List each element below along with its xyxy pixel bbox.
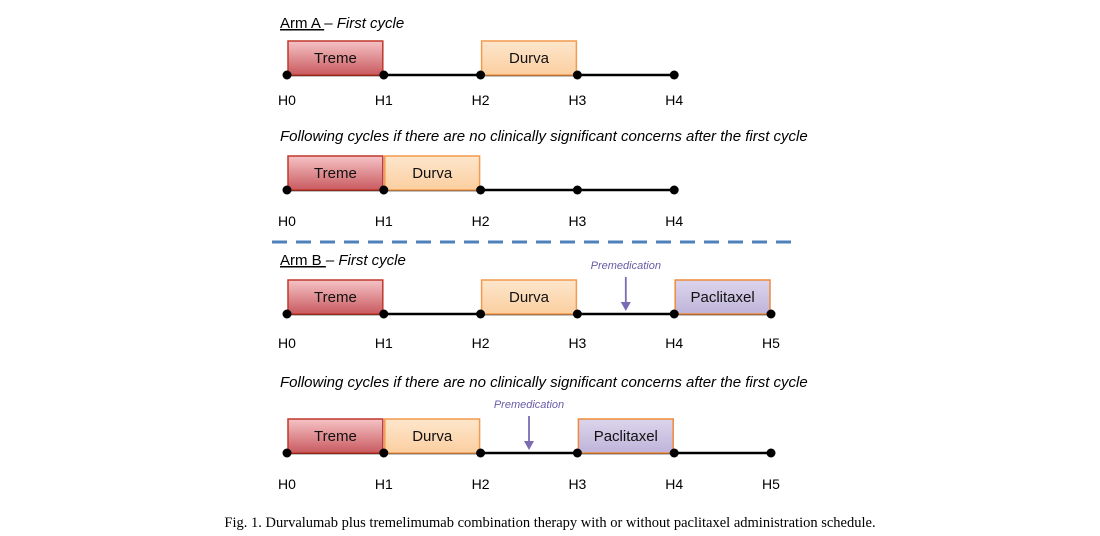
timeline-point <box>766 309 776 319</box>
heading-subtitle: First cycle <box>333 15 405 32</box>
schedule-panel: Following cycles if there are no clinica… <box>278 374 808 492</box>
timeline-point <box>282 70 292 80</box>
hour-tick-label: H2 <box>472 213 490 229</box>
treme-box-label: Treme <box>314 165 357 182</box>
arm-label: Arm A <box>280 15 324 32</box>
treme-dose-box: Treme <box>287 155 384 191</box>
hour-tick-label: H1 <box>375 335 393 351</box>
hour-tick-label: H2 <box>472 92 490 108</box>
timeline-point <box>476 70 486 80</box>
treme-box-shape <box>287 279 384 315</box>
timeline-point <box>572 70 582 80</box>
hour-tick-label: H3 <box>568 476 586 492</box>
heading-subtitle: First cycle <box>334 252 406 269</box>
arm-label: Arm B <box>280 252 326 269</box>
hour-tick-label: H1 <box>375 92 393 108</box>
timeline-point <box>282 309 292 319</box>
premedication-label: Premedication <box>494 399 564 411</box>
treme-box-label: Treme <box>314 289 357 306</box>
timeline-point <box>379 309 389 319</box>
hour-tick-label: H5 <box>762 335 780 351</box>
treme-box-label: Treme <box>314 428 357 445</box>
paclitaxel-dose-box: Paclitaxel <box>674 279 771 315</box>
paclitaxel-box-shape <box>674 279 771 315</box>
durva-box-label: Durva <box>509 50 550 67</box>
timeline-point <box>379 185 389 195</box>
durva-dose-box: Durva <box>480 40 578 76</box>
timeline-point <box>572 448 582 458</box>
hour-tick-label: H3 <box>568 335 586 351</box>
paclitaxel-box-label: Paclitaxel <box>594 428 658 445</box>
durva-box-label: Durva <box>412 165 453 182</box>
timeline-point <box>476 185 486 195</box>
arrow-down-icon <box>620 302 631 311</box>
treme-box-shape <box>287 418 384 454</box>
hour-tick-label: H5 <box>762 476 780 492</box>
timeline-point <box>572 185 582 195</box>
durva-box-shape <box>480 279 578 315</box>
premedication-marker: Premedication <box>591 260 661 311</box>
durva-dose-box: Durva <box>480 279 578 315</box>
timeline-point <box>379 448 389 458</box>
paclitaxel-dose-box: Paclitaxel <box>577 418 674 454</box>
heading-subtitle: Following cycles if there are no clinica… <box>280 374 808 391</box>
timeline-point <box>572 309 582 319</box>
paclitaxel-box-shape <box>577 418 674 454</box>
timeline-point <box>476 309 486 319</box>
hour-tick-label: H3 <box>568 92 586 108</box>
hour-tick-label: H4 <box>665 335 683 351</box>
timeline-point <box>282 448 292 458</box>
panel-heading: Arm B – First cycle <box>280 252 406 269</box>
timeline-point <box>282 185 292 195</box>
panel-heading: Arm A – First cycle <box>280 15 404 32</box>
durva-dose-box: Durva <box>384 418 481 454</box>
hour-tick-label: H2 <box>472 335 490 351</box>
panel-heading: Following cycles if there are no clinica… <box>280 374 808 391</box>
durva-box-label: Durva <box>509 289 550 306</box>
hour-tick-label: H2 <box>472 476 490 492</box>
hour-tick-label: H1 <box>375 213 393 229</box>
durva-box-shape <box>480 40 578 76</box>
premedication-marker: Premedication <box>494 399 564 450</box>
timeline-point <box>766 448 776 458</box>
panel-heading: Following cycles if there are no clinica… <box>280 128 808 145</box>
heading-dash: – <box>324 15 333 32</box>
durva-box-shape <box>384 155 481 191</box>
timeline-point <box>476 448 486 458</box>
hour-tick-label: H0 <box>278 335 296 351</box>
arrow-down-icon <box>524 441 534 450</box>
paclitaxel-box-label: Paclitaxel <box>690 289 754 306</box>
timeline-point <box>669 309 679 319</box>
timeline-point <box>669 448 679 458</box>
timeline-point <box>669 70 679 80</box>
timeline-point <box>379 70 389 80</box>
treme-dose-box: Treme <box>287 279 384 315</box>
hour-tick-label: H0 <box>278 213 296 229</box>
hour-tick-label: H4 <box>665 476 683 492</box>
premedication-label: Premedication <box>591 260 661 272</box>
heading-subtitle: Following cycles if there are no clinica… <box>280 128 808 145</box>
treme-dose-box: Treme <box>287 40 384 76</box>
treme-box-shape <box>287 40 384 76</box>
heading-dash: – <box>326 252 335 269</box>
durva-dose-box: Durva <box>384 155 481 191</box>
treme-box-label: Treme <box>314 50 357 67</box>
hour-tick-label: H0 <box>278 476 296 492</box>
treme-dose-box: Treme <box>287 418 384 454</box>
durva-box-shape <box>384 418 481 454</box>
hour-tick-label: H4 <box>665 213 683 229</box>
treme-box-shape <box>287 155 384 191</box>
schedule-panel: Following cycles if there are no clinica… <box>278 128 808 229</box>
timeline-point <box>669 185 679 195</box>
hour-tick-label: H3 <box>568 213 586 229</box>
hour-tick-label: H0 <box>278 92 296 108</box>
durva-box-label: Durva <box>412 428 453 445</box>
hour-tick-label: H4 <box>665 92 683 108</box>
figure-caption: Fig. 1. Durvalumab plus tremelimumab com… <box>224 515 875 531</box>
hour-tick-label: H1 <box>375 476 393 492</box>
